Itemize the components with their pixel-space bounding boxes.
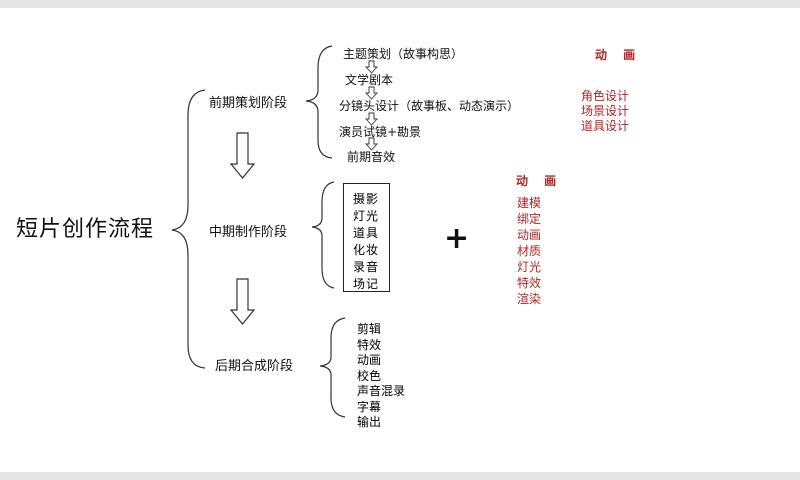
animation-item: 绑定: [517, 212, 542, 226]
step-item: 特效: [357, 337, 382, 352]
stage-label-postproduction: 后期合成阶段: [215, 359, 294, 374]
step-item: 输出: [357, 415, 382, 429]
step-arrow-3: [364, 112, 379, 126]
animation-item: 建模: [517, 196, 542, 210]
step-item: 剪辑: [357, 322, 382, 336]
step-item: 字幕: [357, 399, 382, 414]
step-item: 主题策划（故事构思）: [343, 47, 464, 61]
step-item: 场记: [353, 277, 380, 291]
postproduction-steps: 剪辑 特效 动画 校色 声音混录 字幕 输出: [357, 322, 405, 431]
step-item: 演员试镜+勘景: [339, 125, 422, 139]
animation-list-production: 建模 绑定 动画 材质 灯光 特效 渲染: [517, 195, 541, 307]
stage-arrow-2: [229, 278, 256, 325]
step-item: 声音混录: [357, 384, 406, 398]
animation-heading: 动 画: [595, 48, 642, 62]
step-arrow-4: [364, 137, 379, 151]
plus-sign: +: [444, 221, 470, 256]
step-item: 分镜头设计（故事板、动态演示）: [339, 99, 520, 113]
stage-label-production: 中期制作阶段: [209, 225, 288, 240]
animation-item: 动画: [517, 228, 542, 242]
step-item: 道具: [353, 226, 380, 240]
diagram-title: 短片创作流程: [16, 217, 155, 242]
step-item: 文学剧本: [345, 73, 394, 87]
animation-item: 道具设计: [581, 119, 630, 133]
animation-item: 材质: [517, 244, 542, 258]
animation-item: 场景设计: [581, 104, 630, 118]
step-item: 录音: [353, 260, 380, 274]
step-arrow-2: [364, 86, 379, 100]
animation-heading: 动 画: [516, 174, 563, 188]
stage1-brace: [305, 45, 333, 159]
animation-list-preproduction: 角色设计 场景设计 道具设计: [581, 89, 629, 134]
stage2-brace: [311, 181, 335, 289]
step-item: 前期音效: [347, 150, 396, 164]
animation-item: 角色设计: [581, 89, 630, 103]
step-item: 化妆: [353, 243, 380, 257]
step-arrow-1: [364, 60, 379, 74]
main-brace: [171, 89, 206, 369]
slide: 短片创作流程 前期策划阶段 中期制作阶段 后期合成阶段 主题策划（故事构思） 文…: [0, 8, 800, 472]
stage-label-preproduction: 前期策划阶段: [209, 96, 288, 111]
step-item: 摄影: [353, 192, 380, 206]
animation-item: 灯光: [517, 260, 542, 274]
stage3-brace: [319, 317, 346, 418]
animation-item: 渲染: [517, 292, 542, 306]
step-item: 灯光: [353, 209, 380, 223]
production-steps-box: 摄影 灯光 道具 化妆 录音 场记: [343, 183, 390, 292]
step-item: 校色: [357, 368, 382, 383]
stage-arrow-1: [229, 132, 256, 179]
step-item: 动画: [357, 353, 382, 367]
animation-item: 特效: [517, 276, 542, 290]
